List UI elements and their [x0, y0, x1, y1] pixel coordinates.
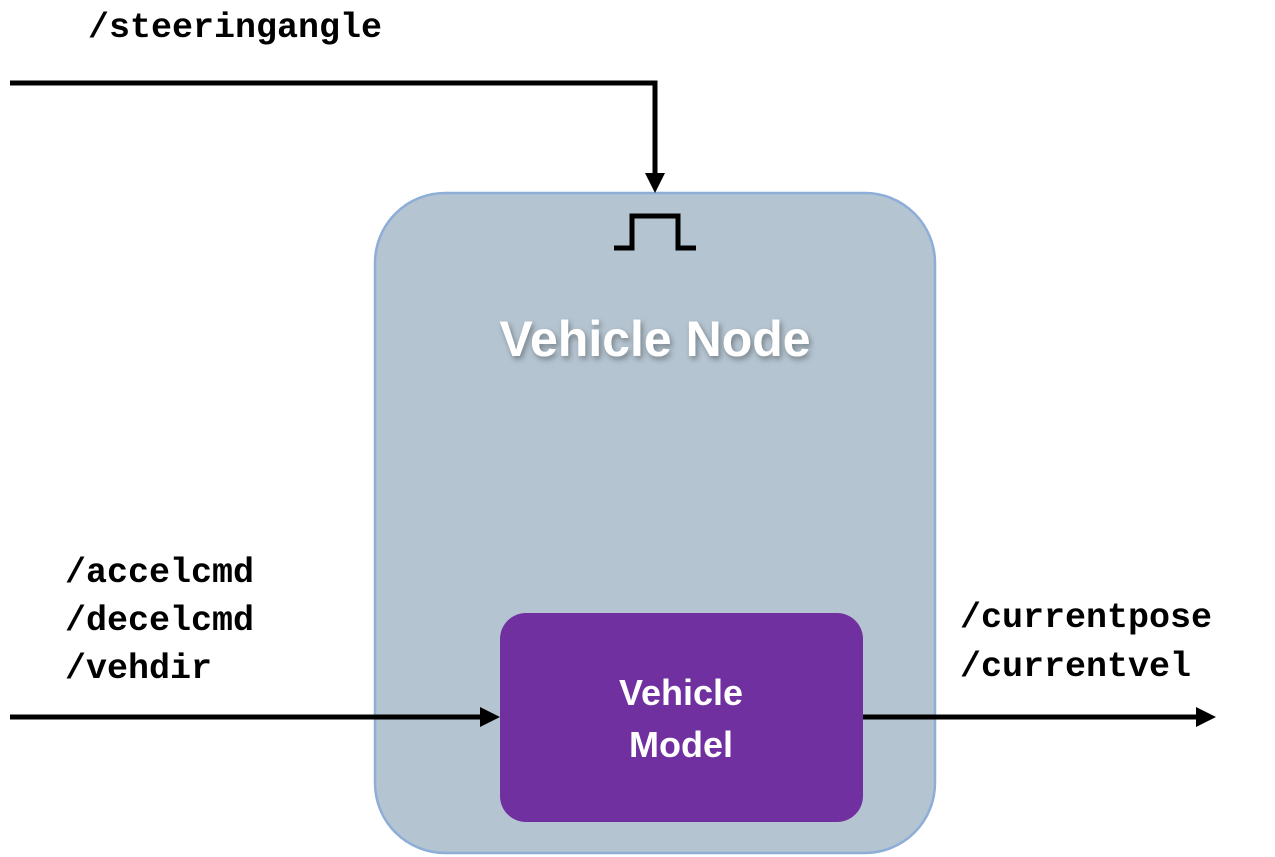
topic-currentvel: /currentvel — [960, 647, 1191, 687]
steeringangle-connector — [10, 80, 658, 175]
topic-vehdir: /vehdir — [65, 649, 212, 689]
vehicle-model-label-line2: Model — [629, 724, 733, 765]
steeringangle-arrowhead — [645, 173, 665, 193]
vehicle-model-label-line1: Vehicle — [619, 672, 743, 713]
left-input-arrowhead — [480, 707, 500, 727]
node-title: Vehicle Node — [499, 311, 810, 367]
topic-decelcmd: /decelcmd — [65, 601, 254, 641]
vehicle-model-box — [500, 613, 863, 822]
trigger-pulse-icon — [614, 213, 696, 251]
topic-accelcmd: /accelcmd — [65, 553, 254, 593]
right-output-arrowhead — [1196, 707, 1216, 727]
topic-currentpose: /currentpose — [960, 598, 1212, 638]
topic-steeringangle: /steeringangle — [88, 8, 382, 48]
